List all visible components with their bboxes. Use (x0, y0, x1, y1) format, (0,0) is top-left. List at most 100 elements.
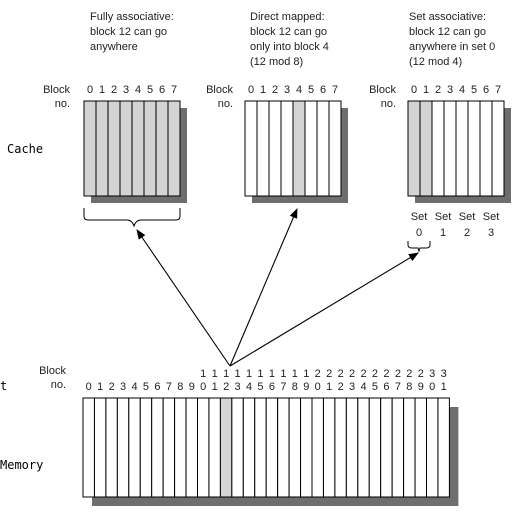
set-number: 3 (488, 227, 494, 239)
cache-block-number: 4 (459, 84, 465, 96)
memory-number-units: 9 (303, 381, 309, 393)
memory-number-units: 4 (246, 381, 252, 393)
memory-number-tens: 2 (326, 368, 332, 380)
set-0-bracket (407, 241, 431, 253)
memory-number-units: 5 (372, 381, 378, 393)
memory-number-units: 9 (418, 381, 424, 393)
memory-block (277, 397, 290, 498)
memory-block (105, 397, 118, 498)
memory-block (254, 397, 267, 498)
memory-number-tens: 3 (441, 368, 447, 380)
memory-number-units: 7 (280, 381, 286, 393)
set-word: Set (411, 211, 428, 223)
block-no-label-direct: Block no. (206, 84, 233, 110)
cache-block (431, 100, 445, 197)
memory-block (185, 397, 199, 498)
memory-number-tens: 1 (223, 368, 229, 380)
cache-block (167, 100, 181, 197)
caption-line: (12 mod 8) (250, 56, 303, 68)
cache-block-number: 3 (123, 84, 129, 96)
cache-block (256, 100, 270, 197)
block-no-label-memory: Block no. (39, 365, 66, 391)
main-memory (82, 397, 459, 506)
cache-label: Cache (7, 142, 43, 156)
caption-line: block 12 can go (409, 26, 486, 38)
cache-block (328, 100, 342, 197)
set-word: Set (459, 211, 476, 223)
caption-line: anywhere in set 0 (409, 41, 495, 53)
cache-block-number: 7 (495, 84, 501, 96)
caption-direct-mapped: Direct mapped: block 12 can go only into… (250, 11, 329, 68)
cache-block (316, 100, 330, 197)
memory-number-tens: 1 (269, 368, 275, 380)
memory-number-tens: 2 (395, 368, 401, 380)
memory-number-units: 5 (143, 381, 149, 393)
cache-block (143, 100, 157, 197)
cache-block (244, 100, 258, 197)
block-label-word: Block (369, 84, 396, 96)
block-label-word: Block (206, 84, 233, 96)
memory-number-tens: 1 (257, 368, 263, 380)
caption-line: block 12 can go (90, 26, 167, 38)
cache-block (268, 100, 282, 197)
memory-block (139, 397, 153, 498)
memory-block (151, 397, 164, 498)
memory-number-units: 6 (154, 381, 160, 393)
cache-block (155, 100, 169, 197)
cache-block-number: 6 (159, 84, 165, 96)
memory-block (403, 397, 416, 498)
set-number: 0 (416, 227, 422, 239)
block-label-no: no. (51, 379, 66, 391)
cache-block (467, 100, 481, 197)
caption-line: block 12 can go (250, 26, 327, 38)
cache-block (407, 100, 421, 197)
mapping-arrows (136, 208, 419, 367)
memory-block (311, 397, 324, 498)
memory-number-units: 0 (86, 381, 92, 393)
memory-block (322, 397, 336, 498)
block-label-word: Block (39, 365, 66, 377)
caption-line: Direct mapped: (250, 11, 325, 23)
memory-block (300, 397, 313, 498)
memory-block (345, 397, 359, 498)
set-word: Set (483, 211, 500, 223)
memory-number-units: 0 (315, 381, 321, 393)
cache-block-number: 7 (332, 84, 338, 96)
memory-block (380, 397, 393, 498)
memory-label: Memory (0, 458, 43, 472)
cache-block-number: 1 (423, 84, 429, 96)
arrow-to-fully-associative (136, 229, 231, 367)
memory-block (219, 397, 233, 498)
memory-number-tens: 2 (315, 368, 321, 380)
block-no-label-set: Block no. (369, 84, 396, 110)
cache-block (292, 100, 306, 197)
memory-number-units: 8 (292, 381, 298, 393)
memory-block (391, 397, 405, 498)
memory-number-tens: 2 (360, 368, 366, 380)
cache-block-number: 1 (99, 84, 105, 96)
memory-number-tens: 3 (429, 368, 435, 380)
memory-number-units: 1 (97, 381, 103, 393)
cache-block-number: 5 (147, 84, 153, 96)
memory-number-tens: 1 (246, 368, 252, 380)
memory-number-units: 3 (235, 381, 241, 393)
memory-number-units: 0 (200, 381, 206, 393)
memory-number-units: 7 (395, 381, 401, 393)
memory-number-units: 6 (269, 381, 275, 393)
cache-block-number: 4 (296, 84, 302, 96)
cache-block (83, 100, 97, 197)
set-number: 1 (440, 227, 446, 239)
memory-number-tens: 2 (406, 368, 412, 380)
memory-block (231, 397, 244, 498)
cache-block (107, 100, 121, 197)
set-word: Set (435, 211, 452, 223)
block-label-no: no. (55, 98, 70, 110)
caption-line: (12 mod 4) (409, 56, 462, 68)
memory-block (82, 397, 95, 498)
memory-number-tens: 1 (200, 368, 206, 380)
memory-block (288, 397, 302, 498)
